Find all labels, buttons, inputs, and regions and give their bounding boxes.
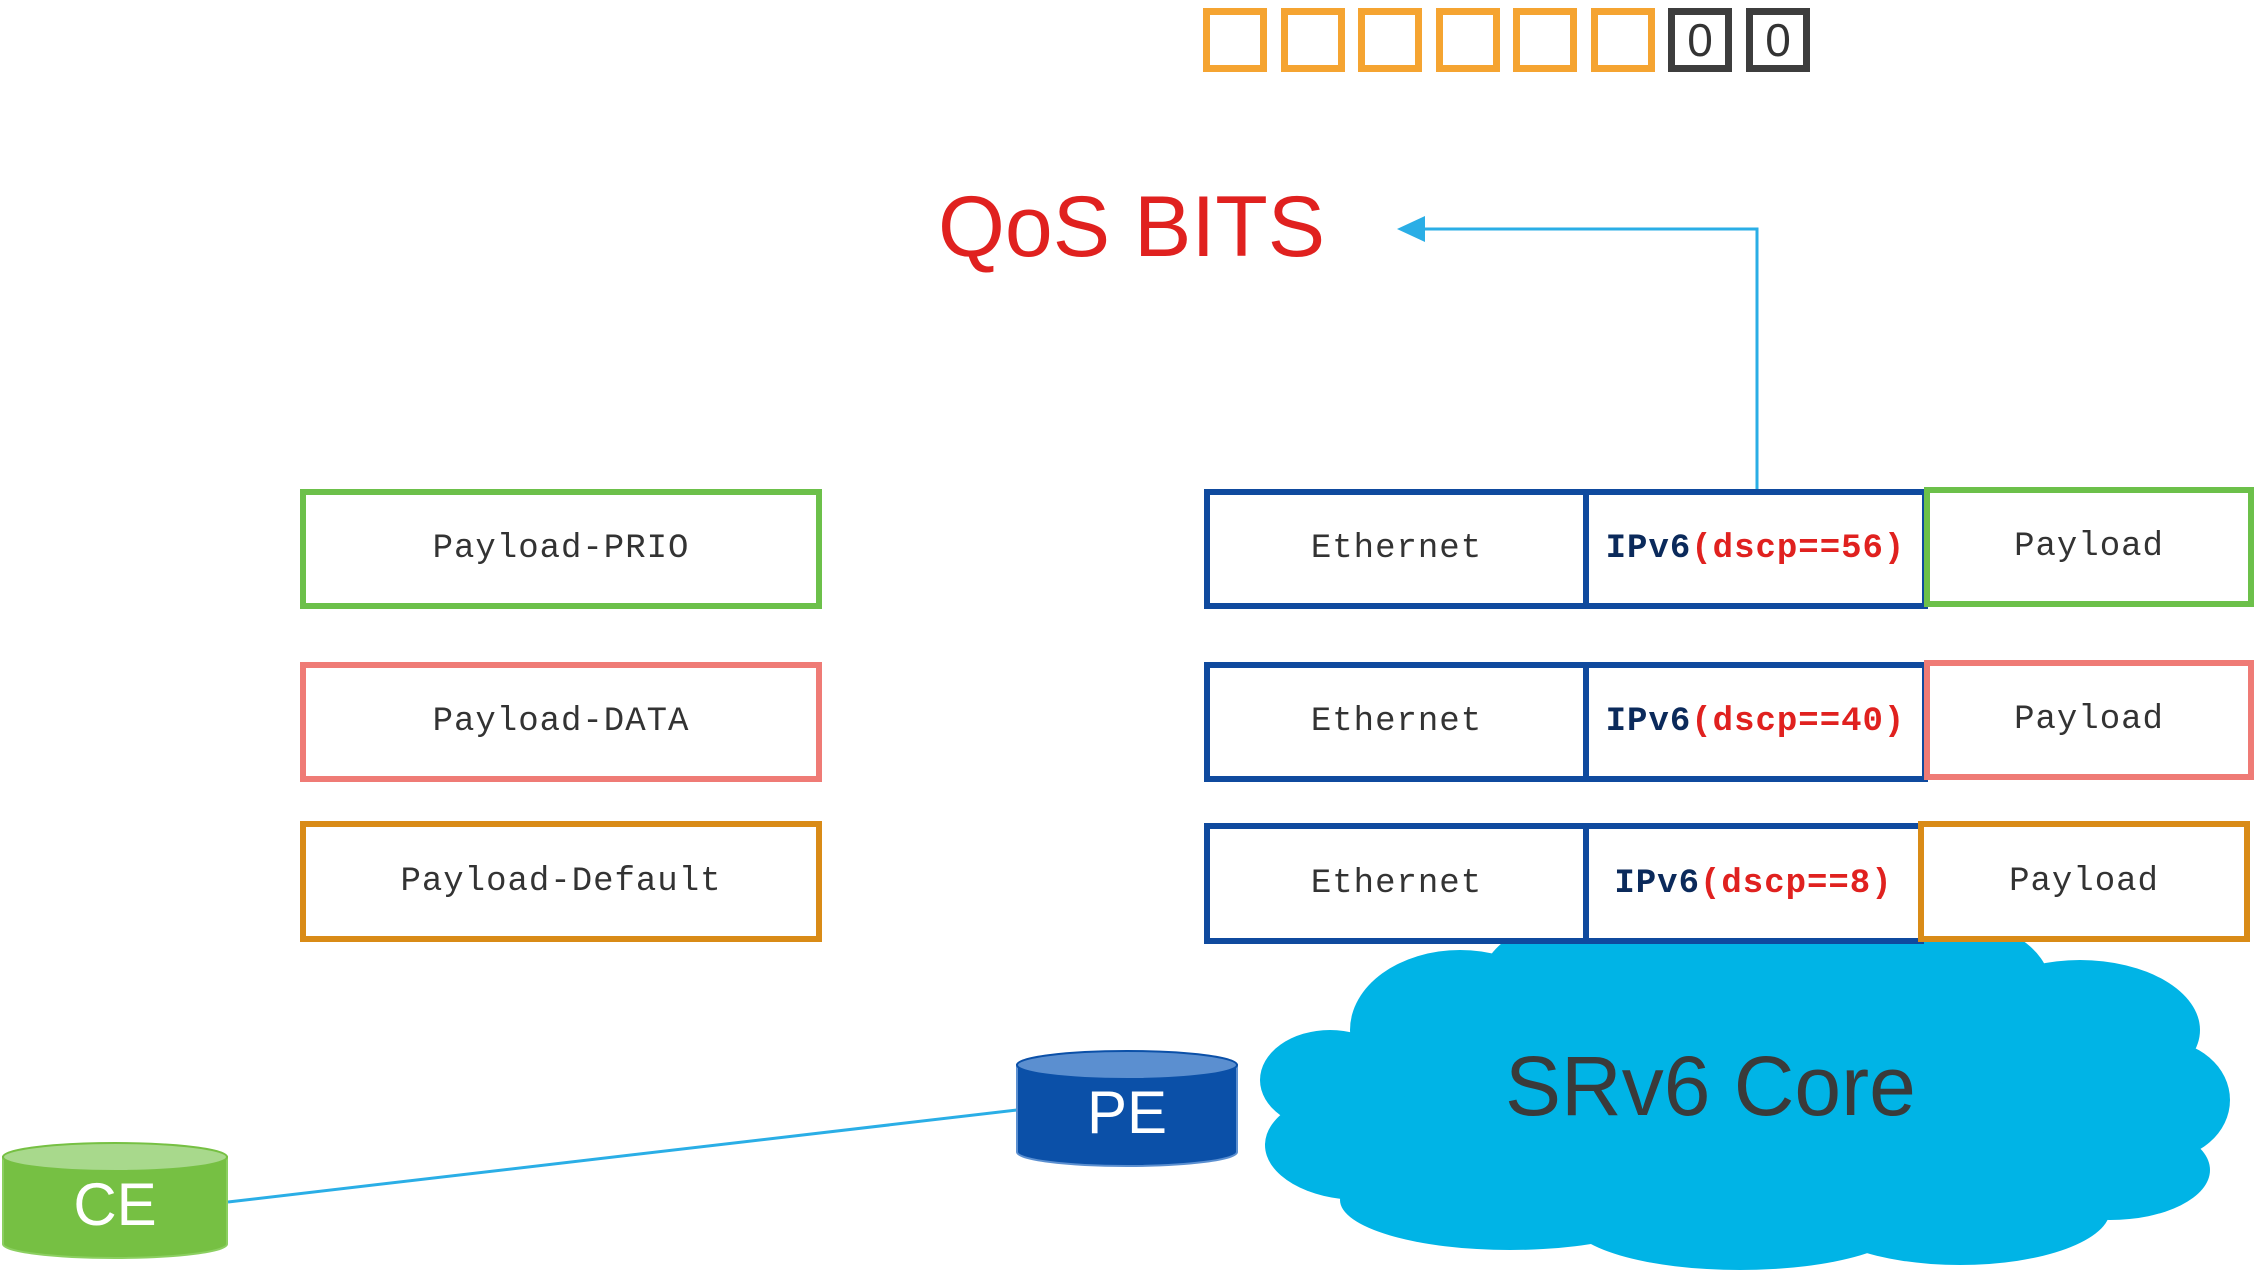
packet-2-ipv6: IPv6(dscp==40): [1583, 662, 1928, 782]
dscp-bit-5: [1513, 8, 1577, 72]
packet-1-ethernet: Ethernet: [1204, 489, 1589, 609]
ecn-bit-1: 0: [1668, 8, 1732, 72]
payload-label: Payload: [2014, 528, 2164, 566]
pe-router: [1016, 1050, 1238, 1167]
packet-3-ipv6: IPv6(dscp==8): [1583, 823, 1924, 944]
dscp-value: (dscp==56): [1691, 530, 1906, 568]
dscp-value: (dscp==8): [1699, 864, 1893, 903]
packet-2-payload: Payload: [1924, 660, 2254, 780]
ce-pe-link: [227, 1108, 1018, 1204]
ipv6-label: IPv6: [1614, 864, 1700, 903]
ethernet-label: Ethernet: [1310, 530, 1483, 568]
packet-1-payload: Payload: [1924, 487, 2254, 607]
payload-prio-box: Payload-PRIO: [300, 489, 822, 609]
dscp-bit-4: [1436, 8, 1500, 72]
dscp-bit-3: [1358, 8, 1422, 72]
payload-data-box: Payload-DATA: [300, 662, 822, 782]
payload-label: Payload: [2009, 862, 2159, 901]
packet-3-ethernet: Ethernet: [1204, 823, 1589, 944]
dscp-bit-6: [1591, 8, 1655, 72]
ethernet-label: Ethernet: [1310, 703, 1483, 741]
pe-label: PE: [1086, 1079, 1168, 1146]
qos-bits-title: QoS BITS: [938, 179, 1326, 275]
payload-data-label: Payload-DATA: [432, 703, 690, 741]
dscp-bit-1: [1203, 8, 1267, 72]
packet-2-ethernet: Ethernet: [1204, 662, 1589, 782]
payload-prio-label: Payload-PRIO: [432, 530, 690, 568]
payload-label: Payload: [2014, 701, 2164, 739]
qos-arrow-head: [1397, 216, 1425, 242]
ipv6-label: IPv6: [1605, 530, 1692, 568]
payload-default-box: Payload-Default: [300, 821, 822, 942]
payload-default-label: Payload-Default: [400, 862, 722, 901]
dscp-bit-2: [1281, 8, 1345, 72]
ipv6-label: IPv6: [1605, 703, 1692, 741]
ce-label: CE: [73, 1171, 157, 1238]
ce-router: [2, 1142, 228, 1259]
packet-3-payload: Payload: [1918, 821, 2250, 942]
ethernet-label: Ethernet: [1310, 864, 1483, 903]
qos-arrow-line: [1410, 227, 1759, 489]
dscp-value: (dscp==40): [1691, 703, 1906, 741]
ecn-bit-2: 0: [1746, 8, 1810, 72]
srv6-core-label: SRv6 Core: [1505, 1039, 1916, 1133]
packet-1-ipv6: IPv6(dscp==56): [1583, 489, 1928, 609]
